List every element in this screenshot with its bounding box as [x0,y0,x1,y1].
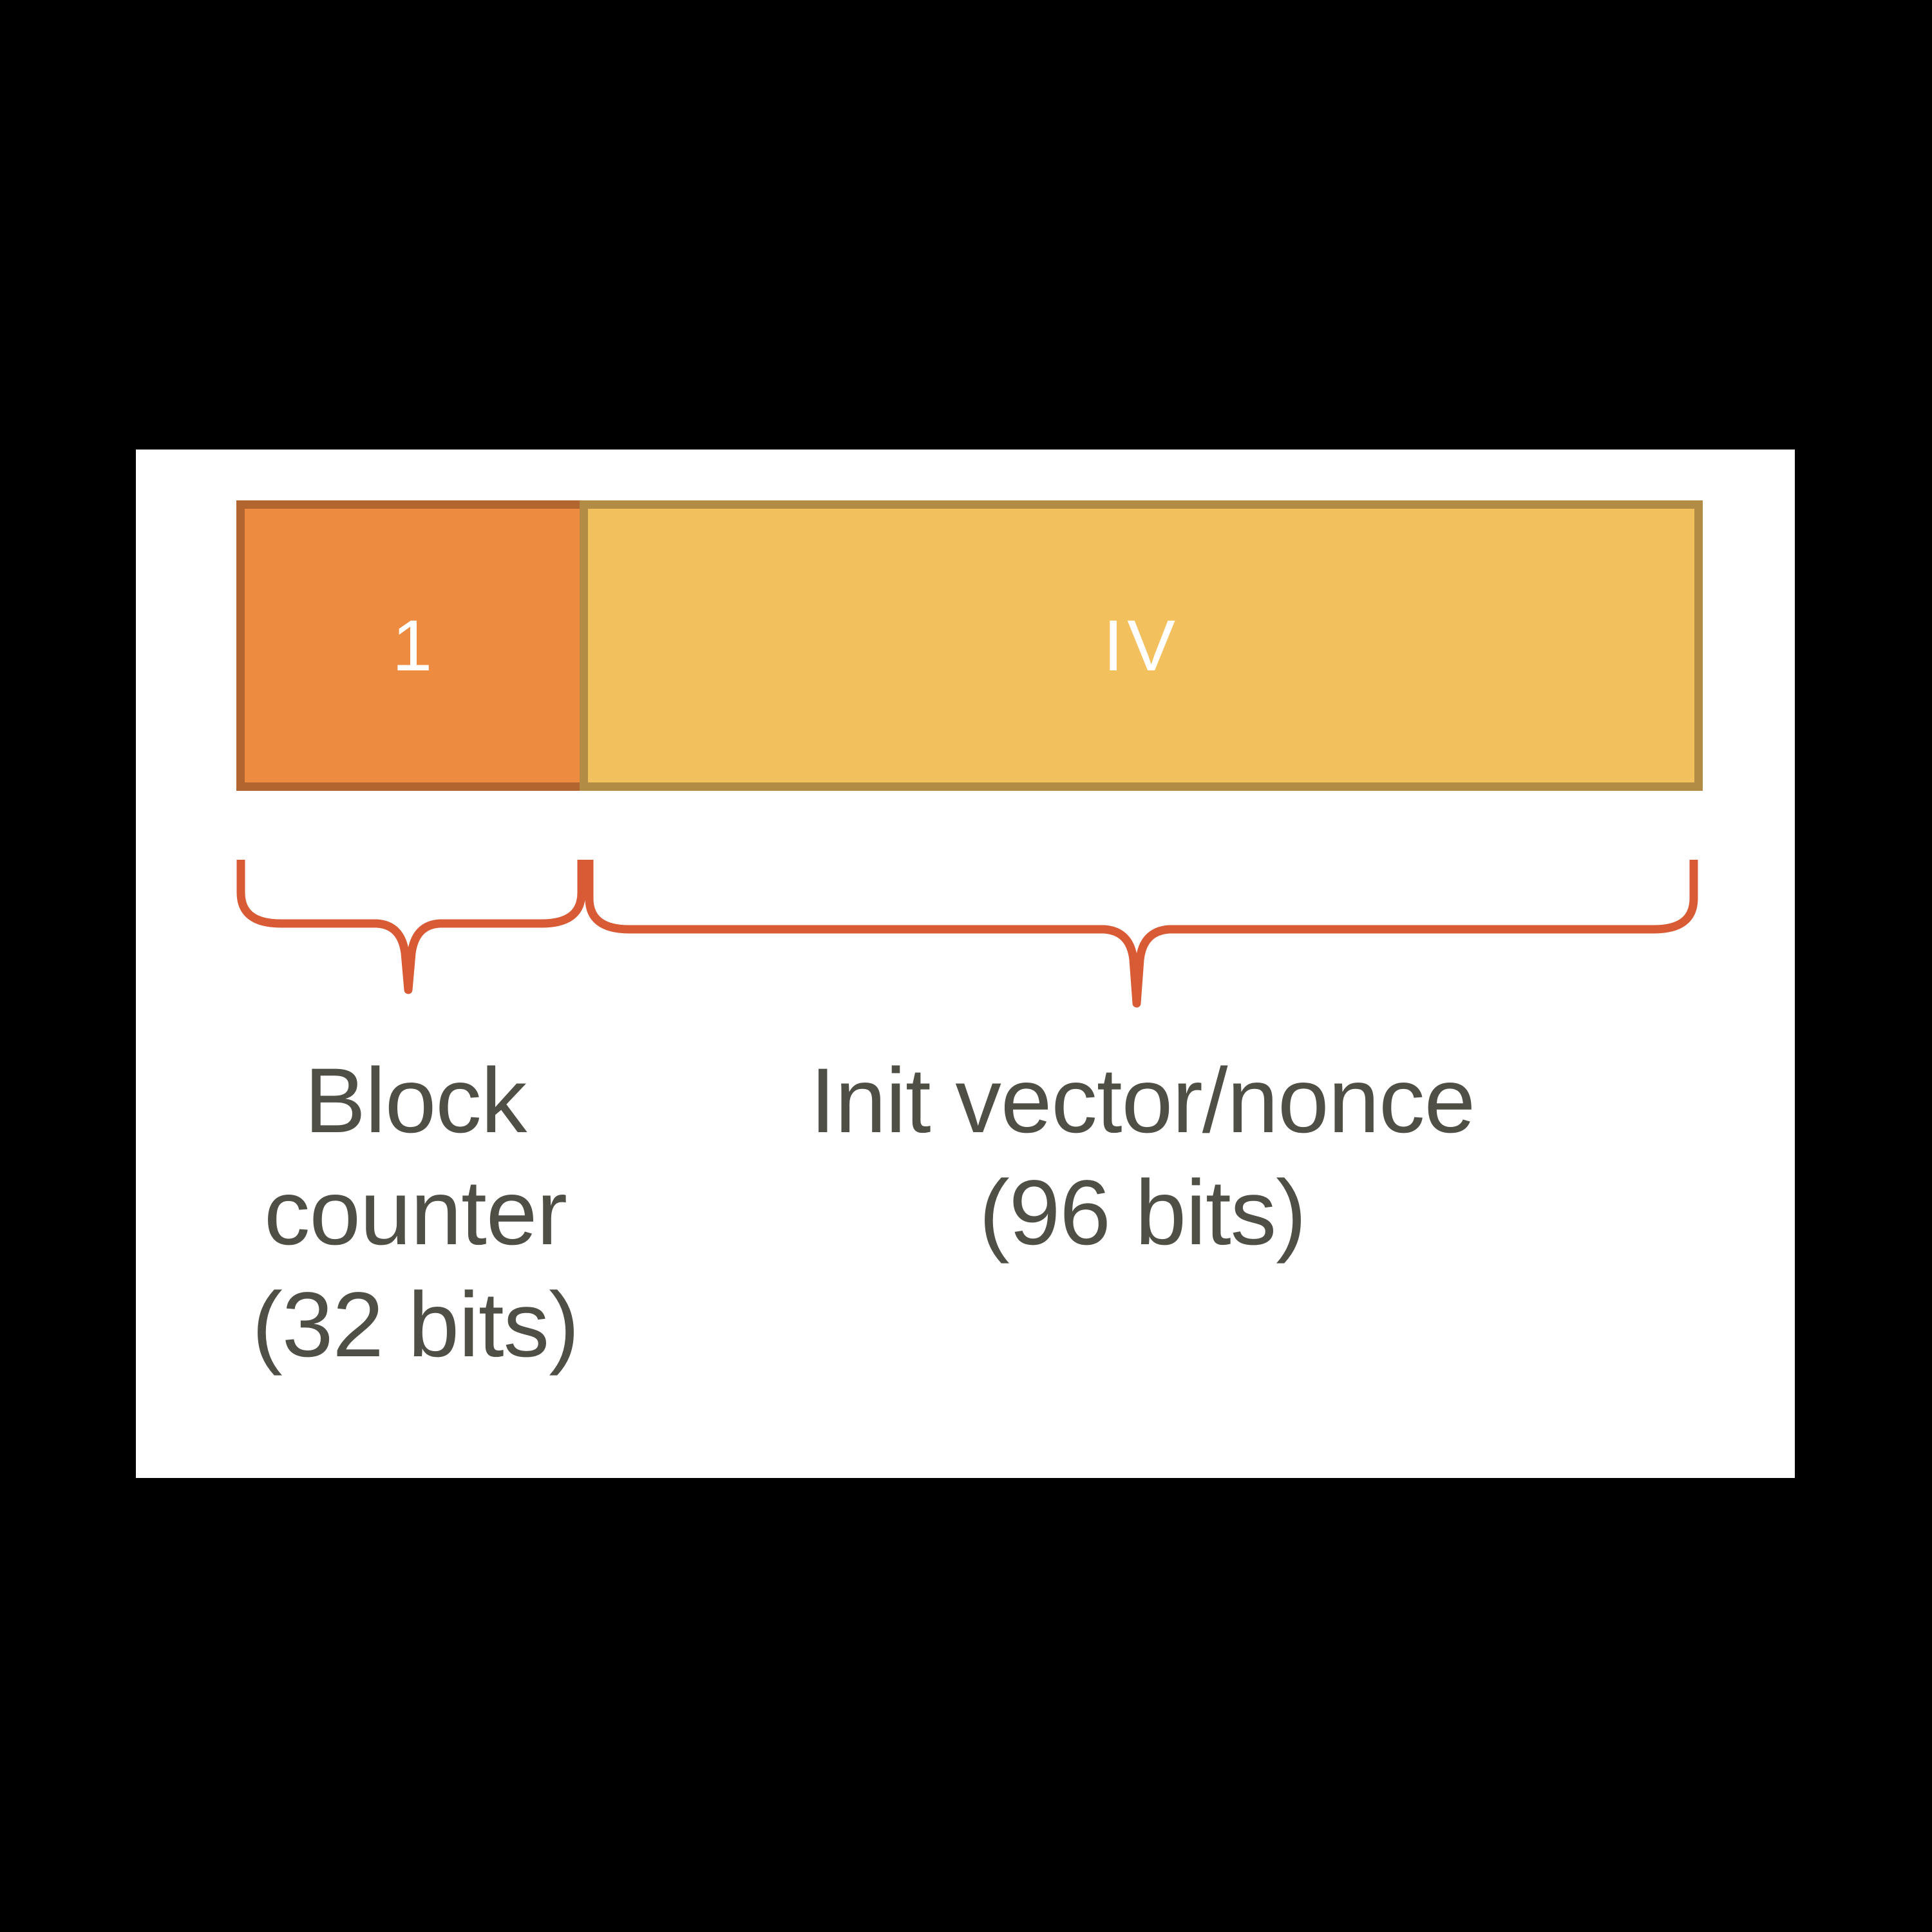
init-vector-underbrace [585,860,1698,1008]
block-counter-caption-line3: (32 bits) [252,1274,580,1376]
init-vector-caption-line1: Init vector/nonce [810,1050,1475,1152]
diagram-panel: 1 IV Block counter (32 bits) Init vector… [136,450,1795,1478]
block-counter-segment: 1 [236,500,580,791]
block-counter-caption-line2: counter [264,1162,567,1264]
block-counter-segment-label: 1 [392,605,433,686]
init-vector-segment-label: IV [1103,605,1179,686]
block-counter-caption-line1: Block [304,1050,527,1152]
block-counter-underbrace [236,860,586,994]
block-counter-caption: Block counter (32 bits) [158,1045,673,1381]
init-vector-caption-line2: (96 bits) [979,1162,1307,1264]
init-vector-caption: Init vector/nonce (96 bits) [627,1045,1658,1269]
counter-block-bar: 1 IV [236,500,1703,791]
init-vector-segment: IV [580,500,1703,791]
